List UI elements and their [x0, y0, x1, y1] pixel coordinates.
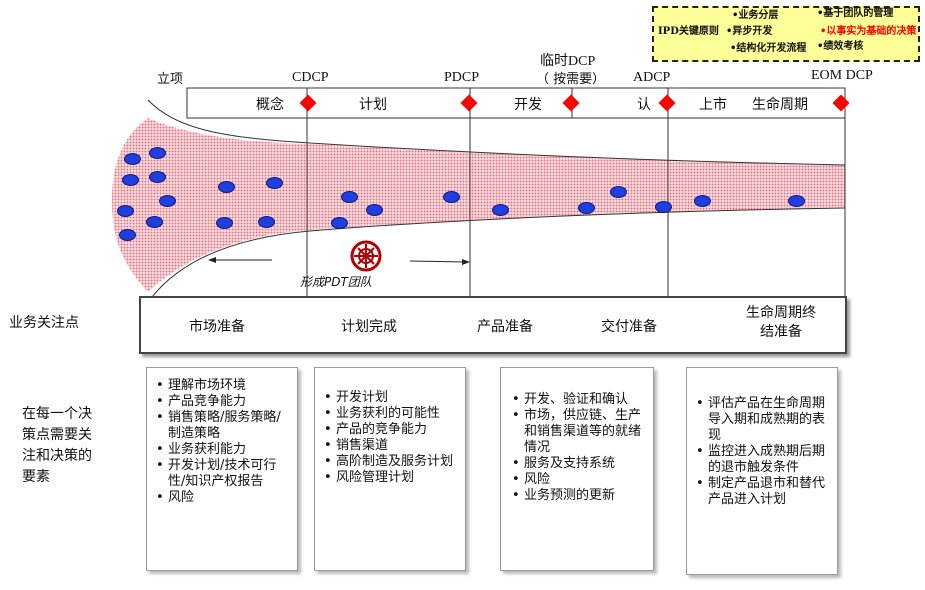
- focus-plan: 计划完成: [341, 319, 397, 335]
- card-item: 监控进入成熟期后期的退市触发条件: [696, 444, 831, 476]
- project-ball: [492, 204, 509, 216]
- project-ball: [117, 205, 134, 217]
- card-item: 销售渠道: [324, 438, 459, 454]
- project-ball: [258, 216, 275, 228]
- card-item: 市场，供应链、生产和销售渠道等的就绪情况: [512, 408, 647, 456]
- ipd-item-highlight: •以事实为基础的决策: [820, 26, 917, 37]
- arrow-right: [409, 260, 467, 263]
- phase-launch: 上市: [699, 97, 727, 113]
- decision-card-lifecycle: 评估产品在生命周期导入期和成熟期的表现 监控进入成熟期后期的退市触发条件 制定产…: [686, 367, 838, 575]
- card-item: 开发计划/技术可行性/知识产权报告: [156, 458, 291, 490]
- phase-plan: 计划: [359, 97, 387, 113]
- milestone-eom-dcp: EOM DCP: [811, 68, 873, 83]
- card-item: 开发、验证和确认: [512, 392, 647, 408]
- milestone-adcp: ADCP: [633, 70, 671, 85]
- funnel-top-edge: [147, 99, 846, 166]
- phase-verify: 认: [637, 97, 651, 113]
- card-item: 业务预测的更新: [512, 488, 647, 504]
- card-item: 评估产品在生命周期导入期和成熟期的表现: [696, 396, 831, 444]
- milestone-temp-dcp-note: （ 按需要）: [536, 72, 606, 87]
- milestone-cdcp: CDCP: [292, 70, 329, 85]
- pdt-team-icon: [350, 240, 382, 272]
- milestone-pdcp: PDCP: [444, 70, 480, 85]
- project-ball: [366, 204, 383, 216]
- card-item: 业务获利能力: [156, 442, 291, 458]
- funnel-bottom-edge: [151, 207, 846, 298]
- project-ball: [124, 153, 141, 165]
- project-ball: [655, 201, 672, 213]
- card-item: 产品竞争能力: [156, 394, 291, 410]
- ipd-item: •绩效考核: [817, 41, 864, 52]
- ipd-header: IPD关键原则: [658, 26, 719, 37]
- card-item: 开发计划: [324, 390, 459, 406]
- ipd-item: •业务分层: [732, 10, 779, 21]
- focus-points-band: 市场准备 计划完成 产品准备 交付准备 生命周期终结准备: [139, 296, 847, 354]
- project-ball: [159, 195, 176, 207]
- card-item: 风险: [156, 490, 291, 506]
- arrow-left-head: [208, 257, 216, 263]
- milestone-temp-dcp: 临时DCP: [540, 54, 596, 69]
- card-item: 业务获利的可能性: [324, 406, 459, 422]
- focus-delivery: 交付准备: [601, 319, 657, 335]
- project-ball: [218, 181, 235, 193]
- project-ball: [266, 177, 283, 189]
- phase-concept: 概念: [256, 97, 284, 113]
- ipd-principles-box: IPD关键原则 •业务分层 •异步开发 •结构化开发流程 •基于团队的管理 •以…: [652, 6, 920, 62]
- card-item: 制定产品退市和替代产品进入计划: [696, 476, 831, 508]
- project-ball: [578, 202, 595, 214]
- card-item: 风险管理计划: [324, 470, 459, 486]
- card-item: 服务及支持系统: [512, 456, 647, 472]
- funnel-body: [112, 118, 845, 292]
- project-ball: [694, 195, 711, 207]
- focus-product: 产品准备: [477, 319, 533, 335]
- project-ball: [216, 217, 233, 229]
- focus-points-label: 业务关注点: [9, 315, 79, 331]
- decision-card-develop: 开发、验证和确认 市场，供应链、生产和销售渠道等的就绪情况 服务及支持系统 风险…: [500, 367, 654, 571]
- project-ball: [146, 216, 163, 228]
- pdt-team-label: 形成PDT团队: [300, 275, 372, 289]
- ipd-item: •异步开发: [726, 26, 773, 37]
- project-ball: [149, 147, 166, 159]
- project-ball: [119, 229, 136, 241]
- phase-lifecycle: 生命周期: [752, 97, 808, 113]
- decision-card-plan: 开发计划 业务获利的可能性 产品的竞争能力 销售渠道 高阶制造及服务计划 风险管…: [314, 367, 466, 571]
- focus-eol: 生命周期终结准备: [746, 305, 816, 340]
- arrow-right-head: [462, 259, 470, 265]
- decision-card-concept: 理解市场环境 产品竞争能力 销售策略/服务策略/制造策略 业务获利能力 开发计划…: [146, 367, 298, 571]
- card-item: 风险: [512, 472, 647, 488]
- project-ball: [331, 217, 348, 229]
- project-ball: [149, 171, 166, 183]
- project-ball: [341, 191, 358, 203]
- card-item: 理解市场环境: [156, 378, 291, 394]
- phase-develop: 开发: [514, 97, 542, 113]
- ipd-item: •结构化开发流程: [730, 43, 807, 54]
- project-ball: [443, 191, 460, 203]
- decision-factors-label: 在每一个决策点需要关注和决策的要素: [22, 406, 92, 485]
- card-item: 产品的竞争能力: [324, 422, 459, 438]
- project-ball: [610, 186, 627, 198]
- funnel-diagram: [112, 87, 846, 300]
- focus-market: 市场准备: [189, 319, 245, 335]
- card-item: 销售策略/服务策略/制造策略: [156, 410, 291, 442]
- card-item: 高阶制造及服务计划: [324, 454, 459, 470]
- project-ball: [122, 174, 139, 186]
- milestone-lixiang: 立项: [157, 72, 184, 87]
- ipd-item: •基于团队的管理: [817, 8, 894, 19]
- project-ball: [788, 195, 805, 207]
